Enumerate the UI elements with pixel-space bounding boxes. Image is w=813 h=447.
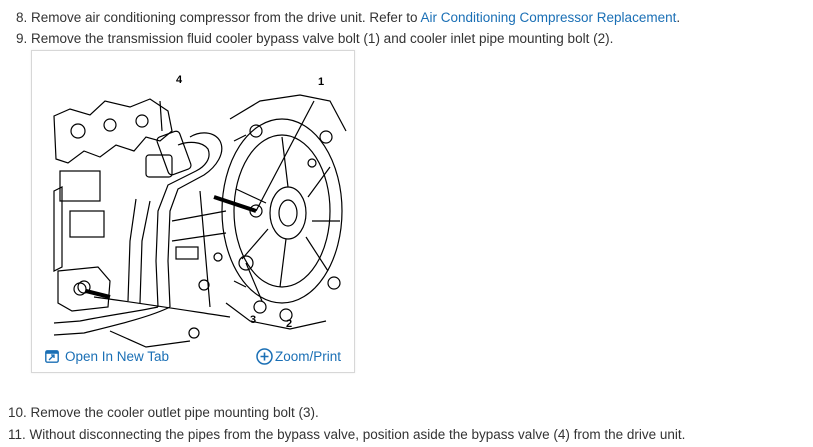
step-11: 11. Without disconnecting the pipes from… (8, 426, 685, 444)
step-number: 11. (8, 427, 26, 442)
callout-1: 1 (318, 76, 324, 88)
zoom-print-button[interactable]: Zoom/Print (256, 348, 341, 365)
step-text: Remove air conditioning compressor from … (31, 10, 421, 25)
callout-3: 3 (250, 314, 256, 326)
figure-card: 1 2 3 4 Open In New Tab (31, 50, 355, 373)
zoom-print-label: Zoom/Print (275, 349, 342, 364)
open-in-new-tab-button[interactable]: Open In New Tab (45, 349, 169, 364)
ac-compressor-replacement-link[interactable]: Air Conditioning Compressor Replacement (420, 10, 677, 25)
zoom-plus-icon (256, 348, 273, 365)
step-text: Remove the cooler outlet pipe mounting b… (30, 405, 319, 420)
open-new-tab-icon (45, 350, 59, 363)
step-number: 8. (16, 10, 28, 25)
callout-4: 4 (176, 74, 183, 86)
callout-2: 2 (286, 318, 292, 330)
step-text: Remove the transmission fluid cooler byp… (31, 31, 614, 46)
step-suffix: . (676, 10, 681, 25)
step-number: 10. (8, 405, 27, 420)
step-8: 8. Remove air conditioning compressor fr… (16, 9, 680, 27)
step-10: 10. Remove the cooler outlet pipe mounti… (8, 404, 319, 422)
step-9: 9. Remove the transmission fluid cooler … (16, 30, 613, 48)
figure-toolbar: Open In New Tab Zoom/Print (32, 343, 354, 373)
step-text: Without disconnecting the pipes from the… (29, 427, 686, 442)
step-number: 9. (16, 31, 28, 46)
transmission-cooler-bypass-valve-illustration[interactable]: 1 2 3 4 (50, 71, 350, 356)
open-in-new-tab-label: Open In New Tab (65, 349, 170, 364)
